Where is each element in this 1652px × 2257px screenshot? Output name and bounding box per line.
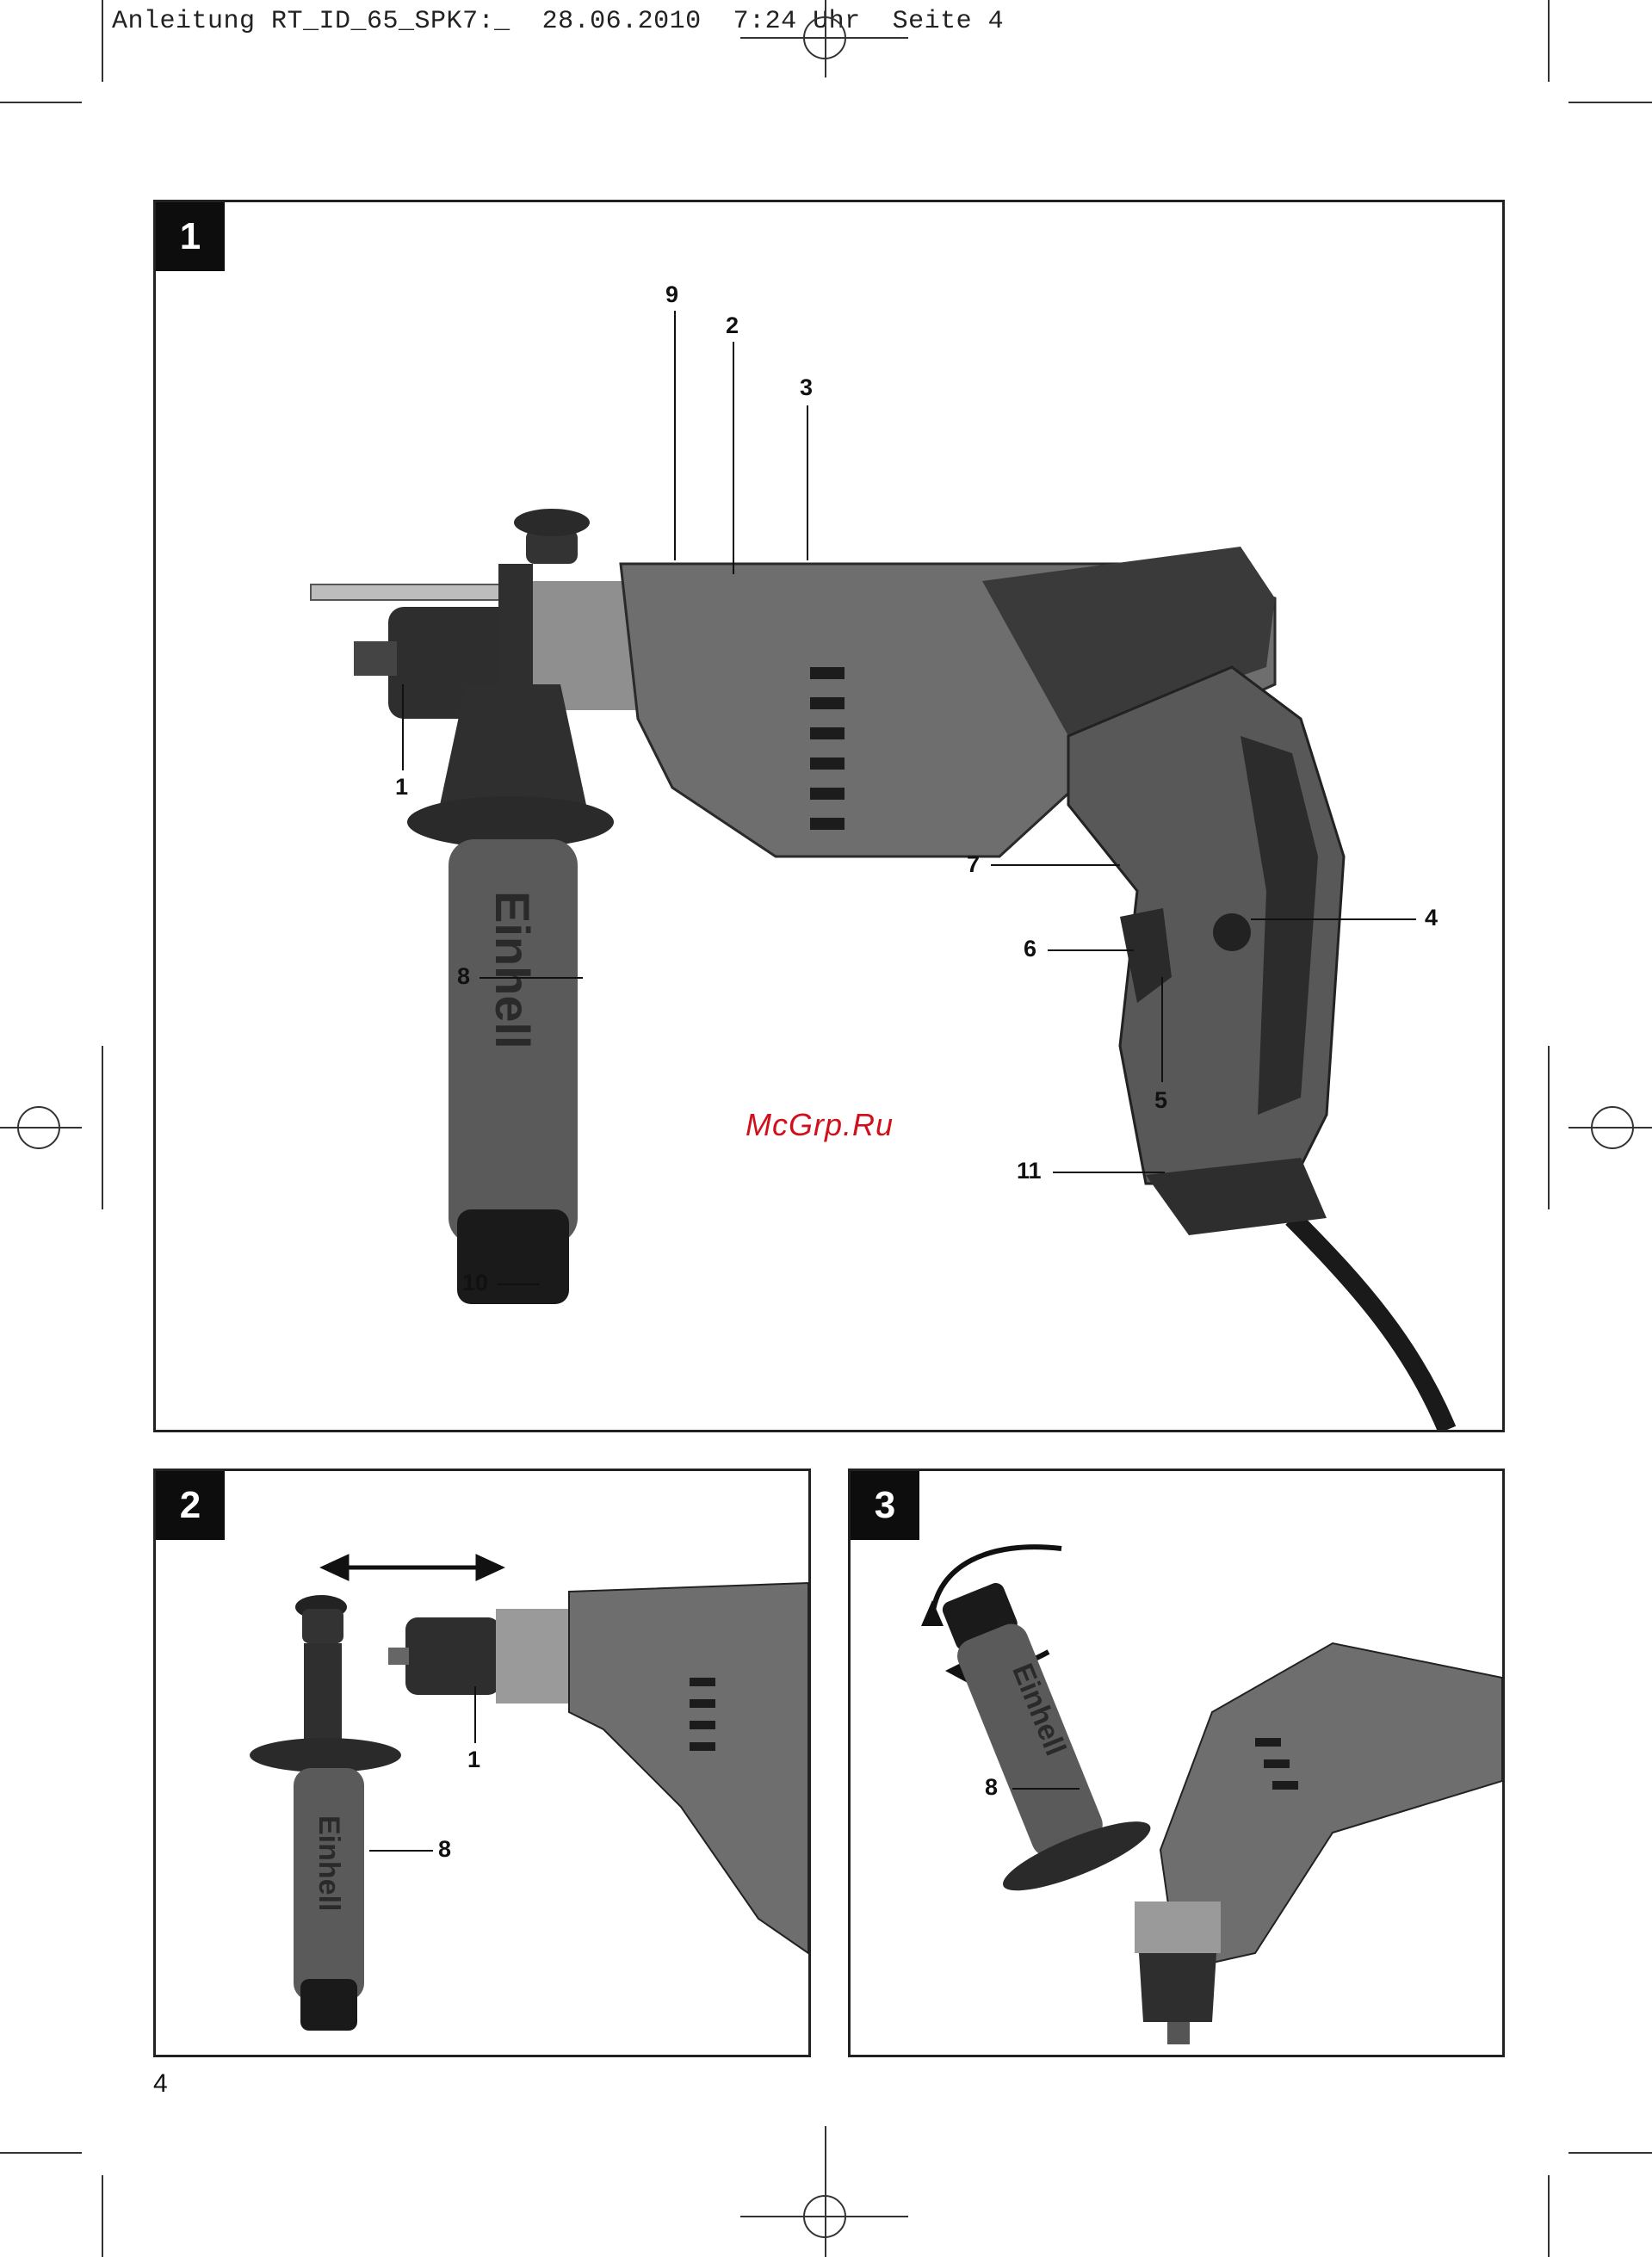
callout-6: 6 <box>1024 936 1036 962</box>
callout-5: 5 <box>1154 1087 1167 1114</box>
figure-1-panel: 1 Einh <box>153 200 1505 1432</box>
leader-4 <box>1251 918 1416 920</box>
print-header: Anleitung RT_ID_65_SPK7:_ 28.06.2010 7:2… <box>112 7 1004 36</box>
leader-2 <box>733 342 734 574</box>
brand-mark-fig2: Einhell <box>312 1815 345 1911</box>
callout-9: 9 <box>665 281 678 308</box>
leader-8 <box>480 977 583 979</box>
leader-11 <box>1053 1172 1165 1173</box>
callout-1: 1 <box>395 774 408 801</box>
callout-10: 10 <box>462 1270 488 1296</box>
leader-5 <box>1161 977 1163 1082</box>
leader-1 <box>402 684 404 770</box>
brand-mark-fig1: Einhell <box>486 891 540 1049</box>
fig3-callout-8: 8 <box>985 1774 998 1801</box>
leader-9 <box>674 311 676 560</box>
leader-3 <box>807 405 808 560</box>
figure-3-panel: 3 Einhell 8 <box>848 1469 1505 2057</box>
leader-6 <box>1048 949 1134 951</box>
callout-3: 3 <box>800 374 813 401</box>
callout-8: 8 <box>457 963 470 990</box>
fig3-leader-8 <box>1012 1788 1080 1790</box>
watermark: McGrp.Ru <box>746 1107 894 1143</box>
callout-4: 4 <box>1425 905 1438 931</box>
callout-11: 11 <box>1017 1158 1042 1184</box>
drill-illustration: Einhell <box>156 202 1502 1430</box>
fig2-callout-1: 1 <box>467 1747 480 1773</box>
leader-7 <box>991 864 1120 866</box>
callout-2: 2 <box>726 312 739 339</box>
handle-tighten-illustration: Einhell <box>851 1471 1502 2055</box>
fig2-leader-8 <box>369 1850 433 1852</box>
callout-7: 7 <box>967 851 980 878</box>
fig2-callout-8: 8 <box>438 1836 451 1863</box>
handle-removal-illustration: Einhell <box>156 1471 808 2055</box>
leader-10 <box>497 1283 540 1285</box>
fig2-leader-1 <box>474 1686 476 1743</box>
figure-2-panel: 2 Einhell 1 8 <box>153 1469 811 2057</box>
page-number: 4 <box>153 2069 168 2099</box>
